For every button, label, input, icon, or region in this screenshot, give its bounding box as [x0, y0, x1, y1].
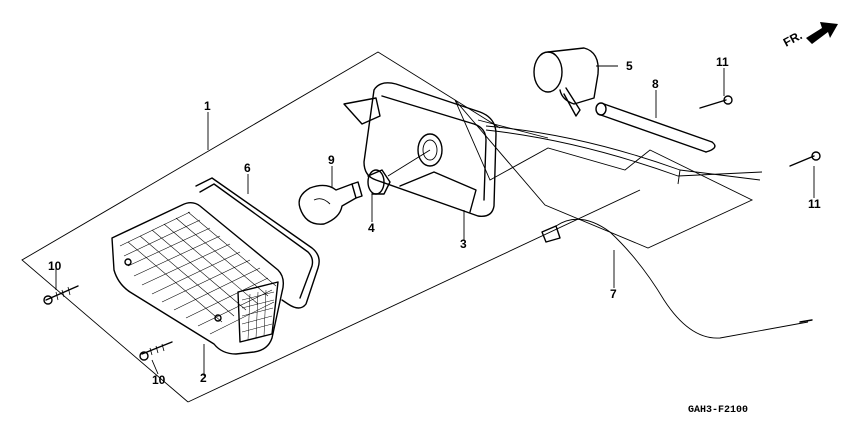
stay-rubber: [533, 47, 599, 117]
harness-outline: [454, 99, 754, 249]
callout-part-10-lower: 10: [152, 373, 166, 387]
assembly-outline: [21, 51, 501, 403]
tail-light-base: [343, 82, 549, 217]
assembly-outline-right: [187, 189, 641, 403]
bulb-socket: [367, 149, 431, 195]
callout-part-7: 7: [610, 287, 617, 301]
callout-part-3: 3: [460, 237, 467, 251]
direction-label: FR.: [781, 28, 805, 49]
callout-part-11-lower: 11: [808, 197, 821, 211]
callout-part-8: 8: [652, 77, 659, 91]
lens-gasket: [195, 177, 320, 309]
callout-part-11-upper: 11: [716, 55, 729, 69]
lens-screw-upper: [43, 285, 79, 305]
base-wire-harness: [485, 125, 763, 185]
tail-bulb: [298, 181, 363, 225]
callout-part-6: 6: [244, 161, 251, 175]
license-light-cord: [541, 218, 813, 339]
drawing-code: GAH3-F2100: [688, 405, 748, 416]
callout-part-1: 1: [204, 99, 211, 113]
callout-part-5: 5: [626, 59, 633, 73]
base-screw-upper: [699, 95, 733, 109]
leader-lines: [55, 65, 815, 376]
callout-part-4: 4: [368, 221, 375, 235]
wire-tube: [595, 102, 716, 153]
base-screw-lower: [789, 151, 821, 167]
front-direction-arrow-icon: [806, 22, 838, 44]
callout-part-2: 2: [200, 371, 207, 385]
tail-lens: [111, 202, 285, 355]
callout-part-9: 9: [328, 153, 335, 167]
lens-screw-lower: [139, 341, 173, 361]
callout-part-10-upper: 10: [48, 259, 62, 273]
